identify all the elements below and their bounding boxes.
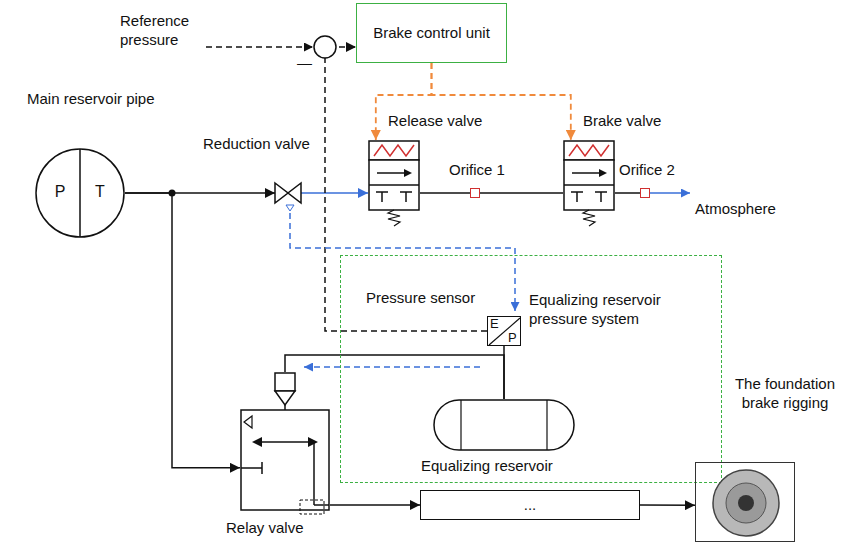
signal-label: Reference pressure [120, 12, 205, 50]
pipe-line [125, 193, 240, 468]
pipe-line [420, 192, 470, 194]
pressure-sensor: Pressure sensorEP [487, 316, 521, 346]
brake-rigging-outline [696, 463, 796, 543]
port-letter: E [490, 316, 502, 332]
pipe-line [615, 192, 640, 194]
reservoir-pipe-circle-outline [35, 148, 125, 238]
node-label: The foundation brake rigging [726, 375, 844, 413]
port-letter: T [87, 182, 113, 202]
pipe-line [285, 355, 504, 399]
summing-junction [314, 36, 336, 58]
sign-label: — [297, 54, 317, 73]
node-label: Relay valve [226, 519, 346, 538]
port-letter: P [508, 330, 520, 346]
control-unit-box: Brake control unit [356, 3, 507, 63]
reservoir-pipe-circle: Main reservoir pipePT [35, 148, 125, 238]
reduction-valve-symbol-outline [275, 183, 301, 203]
reduction-valve-symbol: Reduction valve [275, 183, 301, 203]
node-label: Main reservoir pipe [27, 90, 202, 109]
air-flow-line [304, 366, 480, 368]
exhaust-arrow [650, 192, 690, 194]
node-label: Equalizing reservoir [421, 457, 591, 476]
pipe-line [330, 504, 420, 506]
relay-valve: Relay valve [240, 372, 330, 515]
orifice-symbol: Orifice 2 [640, 188, 650, 198]
node-label: Pressure sensor [366, 289, 482, 308]
relay-valve-outline [240, 372, 330, 515]
node-label: Equalizing reservoir pressure system [529, 291, 679, 329]
pipe-line [640, 504, 695, 506]
node-label: Brake control unit [357, 4, 506, 62]
solenoid-valve-outline [368, 140, 420, 226]
exhaust-label: Atmosphere [695, 200, 805, 219]
node-label: Brake valve [583, 112, 683, 131]
solenoid-valve: Brake valve [563, 140, 615, 226]
solenoid-valve-outline [563, 140, 615, 226]
node-label: Orifice 1 [449, 161, 519, 180]
node-label: Reduction valve [203, 135, 315, 154]
feedback-line [325, 47, 487, 331]
port-letter: P [47, 182, 73, 202]
node-label: Release valve [388, 112, 500, 131]
reservoir-tank-outline [433, 399, 575, 451]
pipe-junction-dot [169, 190, 176, 197]
orifice-symbol: Orifice 1 [470, 188, 480, 198]
reference-signal-line [206, 46, 313, 48]
pipe-line [301, 192, 368, 194]
node-label: Orifice 2 [619, 161, 689, 180]
solenoid-valve: Release valve [368, 140, 420, 226]
brake-pipe-box: ... [420, 490, 640, 520]
pipe-line [480, 192, 563, 194]
system-region: Equalizing reservoir pressure systemPres… [340, 255, 722, 483]
brake-rigging: The foundation brake rigging [695, 462, 795, 542]
air-flow-line [290, 213, 515, 311]
reservoir-tank: Equalizing reservoir [433, 399, 575, 451]
node-label: ... [421, 491, 639, 519]
